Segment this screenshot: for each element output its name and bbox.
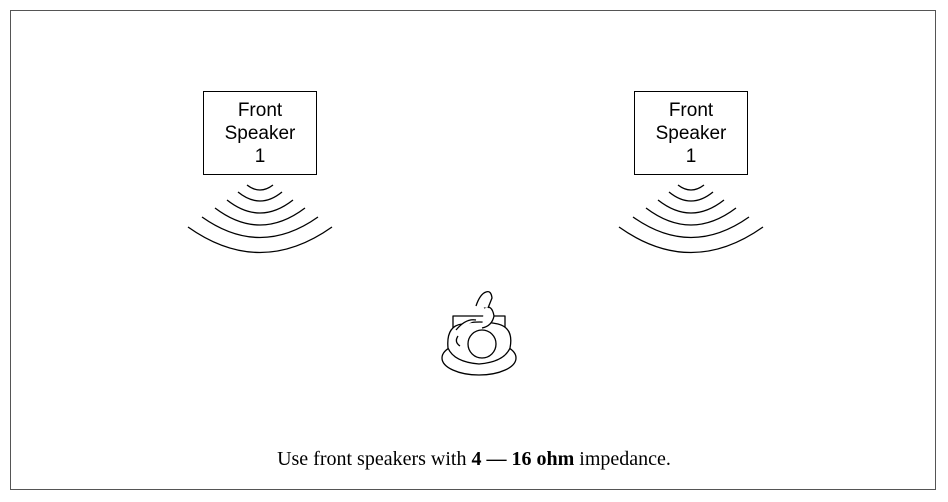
caption-prefix: Use front speakers with <box>277 448 472 470</box>
diagram-frame <box>10 10 936 490</box>
speaker-label-line2: Speaker <box>224 122 296 144</box>
caption-impedance-range: 4 — 16 ohm <box>471 448 575 470</box>
speaker-label-line3: 1 <box>685 145 697 167</box>
seated-listener-icon <box>441 290 517 376</box>
speaker-label-line2: Speaker <box>655 122 727 144</box>
speaker-label-line3: 1 <box>254 145 266 167</box>
speaker-label-line1: Front <box>668 99 714 121</box>
caption-suffix: impedance. <box>574 448 671 470</box>
front-speaker-left: Front Speaker 1 <box>203 91 317 175</box>
sound-waves-icon <box>187 184 333 253</box>
front-speaker-right: Front Speaker 1 <box>634 91 748 175</box>
sound-waves-icon <box>618 184 764 253</box>
speaker-label-line1: Front <box>237 99 283 121</box>
impedance-caption: Use front speakers with 4 — 16 ohm imped… <box>0 448 948 471</box>
